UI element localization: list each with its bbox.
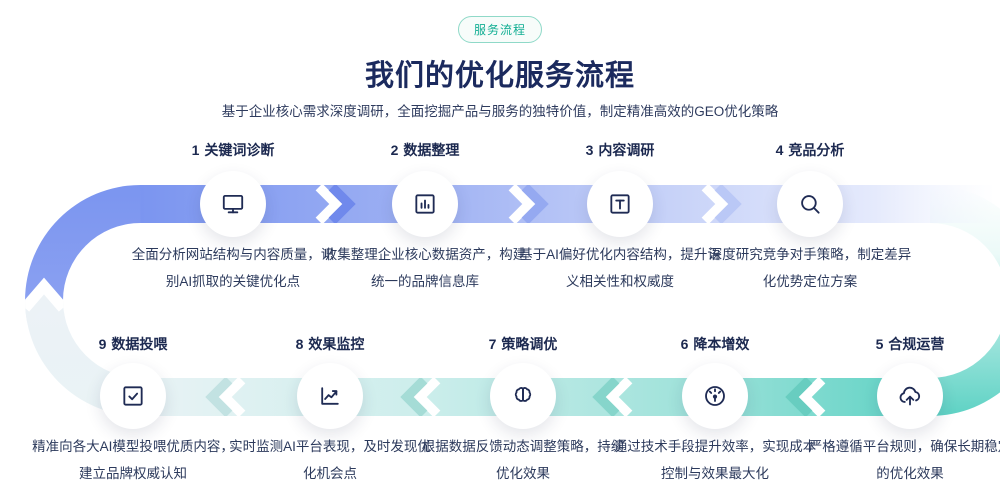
text-icon [610, 194, 630, 214]
section-badge-label: 服务流程 [473, 23, 527, 37]
gauge-icon [705, 386, 725, 406]
line-chart-icon [321, 387, 339, 405]
step-node [877, 363, 943, 429]
chevron-right-icon [701, 185, 742, 223]
step-node [587, 171, 653, 237]
checkbox-icon [123, 386, 143, 406]
chevron-right-icon [508, 185, 549, 223]
chevron-left-icon [785, 378, 826, 416]
step-node [682, 363, 748, 429]
chevron-up-icon [25, 277, 68, 324]
section-subtitle: 基于企业核心需求深度调研，全面挖掘产品与服务的独特价值，制定精准高效的GEO优化… [221, 104, 779, 119]
flow-right-arc [930, 185, 1000, 416]
step-node [200, 171, 266, 237]
chevron-left-icon [592, 378, 633, 416]
step-description: 精准向各大AI模型投喂优质内容，建立品牌权威认知 [32, 439, 234, 481]
step-node [490, 363, 556, 429]
step-node [297, 363, 363, 429]
section-title: 我们的优化服务流程 [364, 60, 635, 92]
flow-left-arc [25, 185, 141, 416]
step-node [777, 171, 843, 237]
step-description: 通过技术手段提升效率，实现成本控制与效果最大化 [613, 439, 817, 481]
brain-icon [514, 387, 532, 402]
chevron-right-icon [315, 185, 356, 223]
flow-top-band [140, 185, 996, 223]
step-description: 基于AI偏好优化内容结构，提升语义相关性和权威度 [519, 247, 721, 289]
section-badge: 服务流程 [457, 16, 543, 43]
step-description: 深度研究竞争对手策略，制定差异化优势定位方案 [708, 247, 912, 289]
step-description: 收集整理企业核心数据资产，构建统一的品牌信息库 [323, 247, 527, 289]
chevron-left-icon [205, 378, 246, 416]
bar-chart-icon [415, 194, 435, 214]
step-node [392, 171, 458, 237]
step-description: 根据数据反馈动态调整策略，持续优化效果 [421, 439, 625, 481]
step-description: 严格遵循平台规则，确保长期稳定的优化效果 [808, 439, 1000, 481]
step-description: 全面分析网站结构与内容质量，识别AI抓取的关键优化点 [131, 247, 335, 289]
step-description: 实时监测AI平台表现，及时发现优化机会点 [229, 439, 431, 481]
cloud-upload-icon [899, 386, 921, 406]
monitor-icon [222, 194, 244, 214]
chevron-left-icon [400, 378, 441, 416]
step-node [100, 363, 166, 429]
search-icon [801, 195, 820, 214]
